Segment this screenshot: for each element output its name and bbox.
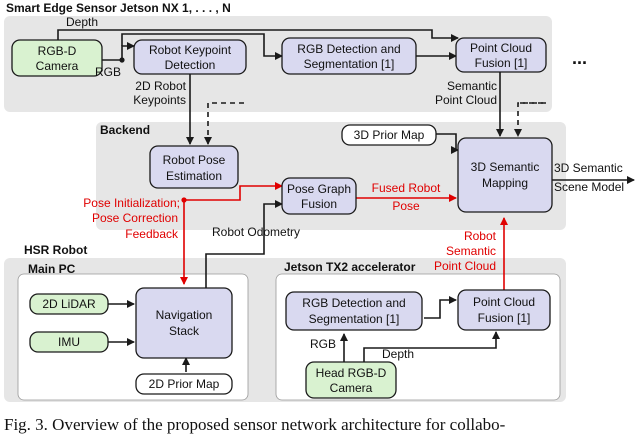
edge-prior-map-to-mapping xyxy=(436,133,459,154)
pc-fusion-bottom-label-1: Point Cloud xyxy=(473,295,535,309)
label-rgb-bottom: RGB xyxy=(310,337,336,351)
robot-keypoint-label-2: Detection xyxy=(165,58,216,72)
edge-pose-to-graph xyxy=(184,182,283,201)
lidar-2d-box xyxy=(29,293,109,315)
head-camera-label-2: Camera xyxy=(330,381,373,395)
semantic-mapping-label-2: Mapping xyxy=(482,176,528,190)
label-keypoints-1: 2D Robot xyxy=(135,79,186,93)
robot-keypoint-label-1: Robot Keypoint xyxy=(149,43,232,57)
label-semantic-pc-2: Point Cloud xyxy=(435,93,497,107)
head-camera-label-1: Head RGB-D xyxy=(316,366,387,380)
label-depth-bottom: Depth xyxy=(382,347,414,361)
pose-graph-label-1: Pose Graph xyxy=(287,182,351,196)
label-depth-top: Depth xyxy=(66,15,98,29)
rgb-detection-bottom-label-1: RGB Detection and xyxy=(302,296,405,310)
navigation-stack-box xyxy=(135,287,233,359)
prior-map-3d-label: 3D Prior Map xyxy=(354,128,425,142)
label-robot-semantic-1: Robot xyxy=(464,229,497,243)
jetson-tx2-title: Jetson TX2 accelerator xyxy=(284,260,416,274)
robot-keypoint-detection-box xyxy=(133,39,247,75)
imu-box xyxy=(29,331,109,353)
lidar-2d-label: 2D LiDAR xyxy=(42,297,96,311)
label-robot-semantic-2: Semantic xyxy=(446,244,496,258)
semantic-mapping-3d-box xyxy=(457,137,553,213)
figure-caption: Fig. 3. Overview of the proposed sensor … xyxy=(4,415,506,434)
edge-detection-to-fusion-bottom xyxy=(424,296,457,319)
robot-pose-estimation-box xyxy=(149,145,239,189)
rgb-detection-bottom-label-2: Segmentation [1] xyxy=(309,312,400,326)
rgb-detection-top-label-1: RGB Detection and xyxy=(297,42,400,56)
label-fused-pose-2: Pose xyxy=(392,199,420,213)
robot-pose-label-2: Estimation xyxy=(166,169,222,183)
label-scene-model-1: 3D Semantic xyxy=(554,161,623,175)
prior-map-2d-label: 2D Prior Map xyxy=(149,377,220,391)
edge-sensor-title: Smart Edge Sensor Jetson NX 1, . . . , N xyxy=(6,1,231,15)
pc-fusion-top-label-1: Point Cloud xyxy=(470,41,532,55)
navigation-stack-label-2: Stack xyxy=(169,324,200,338)
edge-dashed-keypoint xyxy=(204,102,244,145)
label-semantic-pc-1: Semantic xyxy=(447,79,497,93)
label-rgb-top: RGB xyxy=(95,65,121,79)
edge-rgb-to-keypoint xyxy=(102,42,135,61)
label-pose-feedback-3: Feedback xyxy=(125,227,179,241)
ellipsis: ... xyxy=(572,48,587,68)
backend-title: Backend xyxy=(100,123,150,137)
prior-map-2d-box xyxy=(135,373,233,395)
imu-label: IMU xyxy=(58,335,80,349)
pc-fusion-top-label-2: Fusion [1] xyxy=(475,56,528,70)
point-cloud-fusion-top-box xyxy=(455,37,547,73)
pose-junction-dot xyxy=(181,197,187,203)
edge-rgb-to-detection xyxy=(121,33,283,60)
head-rgbd-camera-box xyxy=(305,361,397,399)
label-pose-feedback-2: Pose Correction xyxy=(92,211,178,225)
navigation-stack-label-1: Navigation xyxy=(156,308,213,322)
pose-graph-fusion-box xyxy=(281,177,357,215)
point-cloud-fusion-bottom-box xyxy=(457,289,551,331)
label-pose-feedback-1: Pose Initialization; xyxy=(83,196,180,210)
label-keypoints-2: Keypoints xyxy=(133,93,186,107)
label-scene-model-2: Scene Model xyxy=(554,180,624,194)
edge-robot-odometry xyxy=(205,200,283,288)
semantic-mapping-label-1: 3D Semantic xyxy=(471,160,540,174)
pose-graph-label-2: Fusion xyxy=(301,197,337,211)
rgbd-camera-box xyxy=(11,39,103,77)
rgb-junction-dot xyxy=(119,57,125,63)
robot-pose-label-1: Robot Pose xyxy=(163,153,226,167)
rgb-detection-top-box xyxy=(281,37,417,75)
hsr-robot-title: HSR Robot xyxy=(24,243,87,257)
label-fused-pose-1: Fused Robot xyxy=(372,181,441,195)
rgbd-camera-label-2: Camera xyxy=(36,59,79,73)
main-pc-title: Main PC xyxy=(28,262,76,276)
prior-map-3d-box xyxy=(341,124,437,146)
pc-fusion-bottom-label-2: Fusion [1] xyxy=(478,311,531,325)
edge-dashed-mapping xyxy=(514,102,546,137)
edge-head-depth xyxy=(363,331,500,362)
rgbd-camera-label-1: RGB-D xyxy=(38,44,77,58)
rgb-detection-top-label-2: Segmentation [1] xyxy=(304,57,395,71)
edge-depth-top xyxy=(57,29,459,42)
label-robot-semantic-3: Point Cloud xyxy=(434,259,496,273)
rgb-detection-bottom-box xyxy=(285,291,423,331)
label-robot-odometry: Robot Odometry xyxy=(212,225,300,239)
